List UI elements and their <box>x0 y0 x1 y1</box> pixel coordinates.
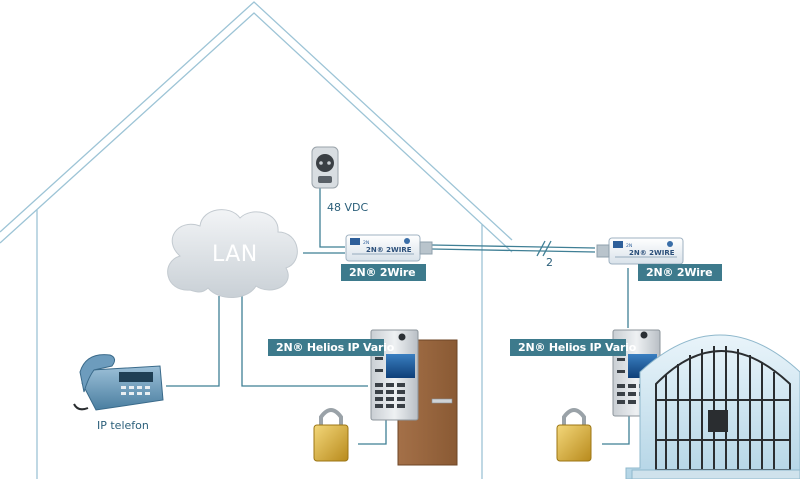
tag-2wire-right: 2N® 2Wire <box>638 264 722 281</box>
2wire-module-left-icon <box>345 234 433 262</box>
module-text-left: 2N® 2WIRE <box>366 246 412 254</box>
lan-label: LAN <box>212 242 258 267</box>
connection-lines <box>166 188 630 445</box>
tag-helios-left: 2N® Helios IP Vario <box>268 339 394 356</box>
power-label: 48 VDC <box>327 201 369 214</box>
module-badge-left: 2N <box>363 240 369 246</box>
module-badge-right: 2N <box>626 243 632 249</box>
module-text-right: 2N® 2WIRE <box>629 249 675 257</box>
tag-helios-right: 2N® Helios IP Vario <box>510 339 636 356</box>
wire-break-marks <box>536 240 552 257</box>
ip-phone-icon <box>73 354 164 411</box>
house-outline <box>0 1 513 479</box>
gate-icon <box>625 334 800 479</box>
wire-count-label: 2 <box>546 256 553 269</box>
tag-2wire-left: 2N® 2Wire <box>341 264 426 281</box>
padlock-left-icon <box>313 408 349 462</box>
ip-phone-label: IP telefon <box>97 419 149 432</box>
padlock-right-icon <box>556 408 592 462</box>
power-adapter-icon <box>311 146 339 189</box>
lan-cloud-icon <box>167 209 298 298</box>
